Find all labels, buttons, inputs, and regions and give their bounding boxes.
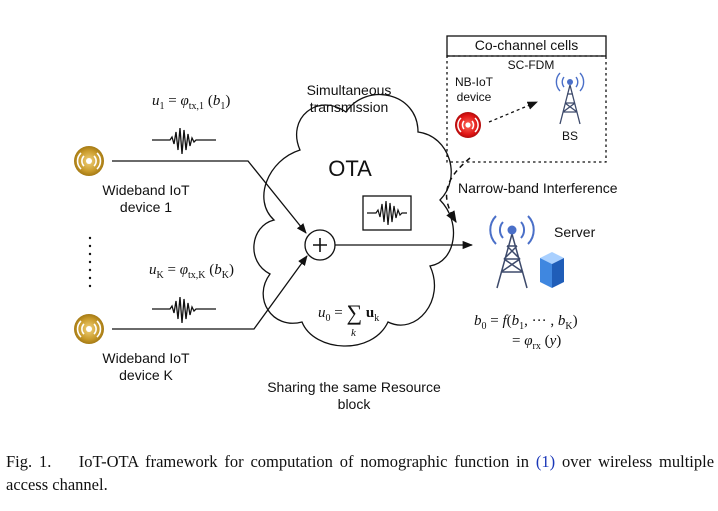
device-k-icon bbox=[74, 314, 104, 344]
diagram-canvas bbox=[74, 35, 607, 347]
ellipsis-dots bbox=[88, 236, 92, 288]
waveform-device-k bbox=[152, 296, 216, 324]
interference-arrow bbox=[445, 157, 471, 224]
waveform-superposed bbox=[367, 200, 407, 226]
ota-label: OTA bbox=[328, 156, 372, 181]
arrow-nbiot-to-bs bbox=[488, 101, 538, 123]
arrow-device-1 bbox=[112, 160, 307, 234]
cochannel-title: Co-channel cells bbox=[474, 37, 579, 53]
server-icon bbox=[540, 252, 564, 288]
bs-label: BS bbox=[561, 129, 578, 143]
figure-caption: Fig. 1. IoT-OTA framework for computatio… bbox=[6, 450, 714, 496]
output-formula-line2: = φrx (y) bbox=[512, 333, 562, 352]
cochannel-region bbox=[446, 55, 607, 163]
device-1-formula: u1 = φtx,1 (b1) bbox=[152, 93, 231, 112]
adder-node bbox=[304, 229, 336, 261]
output-formula-line1: b0 = f(b1, ··· , bK) bbox=[474, 313, 578, 332]
scheme-label: SC-FDM bbox=[507, 58, 555, 72]
caption-prefix: Fig. 1. bbox=[6, 452, 52, 471]
bs-tower-icon bbox=[555, 72, 585, 125]
arrow-device-k bbox=[112, 255, 308, 330]
server-label: Server bbox=[554, 224, 596, 240]
sum-formula: u0 = ∑ uk bbox=[318, 300, 380, 325]
caption-text: IoT-OTA framework for computation of nom… bbox=[78, 452, 529, 471]
waveform-device-1 bbox=[152, 127, 216, 155]
interference-label: Narrow-band Interference bbox=[458, 180, 618, 196]
device-k-formula: uK = φtx,K (bK) bbox=[149, 262, 234, 281]
ota-cloud bbox=[253, 93, 455, 347]
caption-text-2: over wireless multiple access channel. bbox=[6, 452, 715, 494]
server-tower-icon bbox=[489, 215, 535, 289]
device-1-icon bbox=[74, 146, 104, 176]
sum-index: k bbox=[351, 327, 356, 339]
nbiot-device-icon bbox=[455, 112, 481, 138]
caption-reference-link[interactable]: (1) bbox=[535, 452, 556, 471]
